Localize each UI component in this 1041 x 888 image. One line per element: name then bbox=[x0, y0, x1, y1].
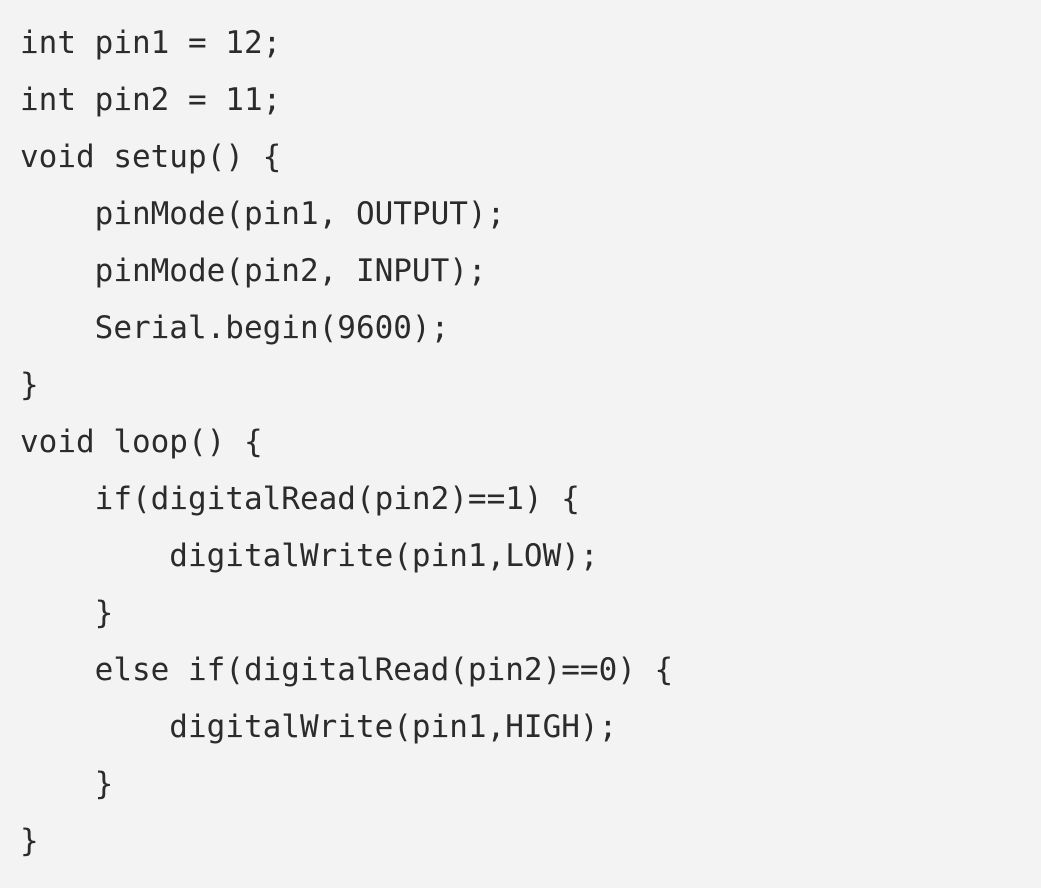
code-line: pinMode(pin2, INPUT); bbox=[20, 253, 487, 289]
code-line: digitalWrite(pin1,LOW); bbox=[20, 538, 599, 574]
code-line: int pin1 = 12; bbox=[20, 25, 282, 61]
code-line: int pin2 = 11; bbox=[20, 82, 282, 118]
code-line: } bbox=[20, 367, 39, 403]
code-line: void loop() { bbox=[20, 424, 263, 460]
code-line: } bbox=[20, 766, 114, 802]
code-line: void setup() { bbox=[20, 139, 282, 175]
code-line: pinMode(pin1, OUTPUT); bbox=[20, 196, 506, 232]
code-line: digitalWrite(pin1,HIGH); bbox=[20, 709, 618, 745]
code-line: Serial.begin(9600); bbox=[20, 310, 450, 346]
code-line: } bbox=[20, 595, 114, 631]
code-line: if(digitalRead(pin2)==1) { bbox=[20, 481, 580, 517]
code-line: else if(digitalRead(pin2)==0) { bbox=[20, 652, 674, 688]
code-line: } bbox=[20, 823, 39, 859]
